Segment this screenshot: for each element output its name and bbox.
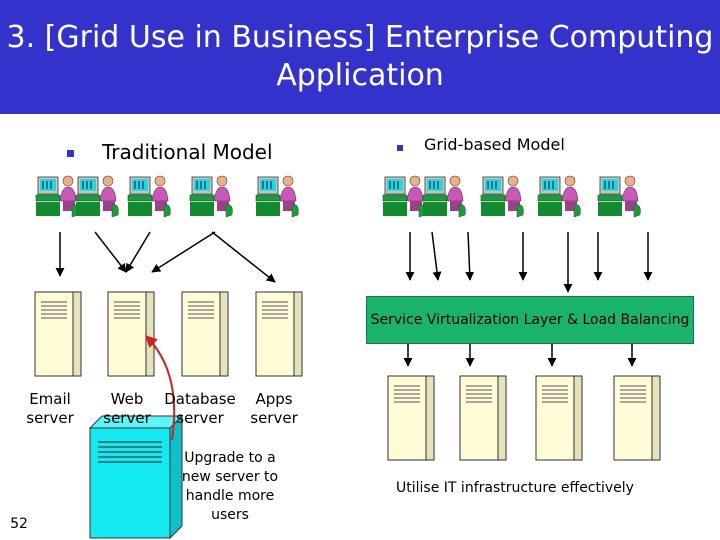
database-server-label: Database server (164, 390, 236, 427)
arrow-connector (94, 231, 127, 273)
user-at-computer-icon (537, 175, 582, 218)
arrow-connector (431, 231, 442, 281)
grid-based-model-heading: Grid-based Model (424, 135, 565, 154)
user-at-computer-icon (35, 175, 80, 218)
email-server-label: Email server (26, 390, 74, 427)
user-at-computer-icon (382, 175, 427, 218)
server-tower-icon (613, 375, 661, 461)
user-at-computer-icon (422, 175, 467, 218)
arrow-connector (211, 231, 276, 283)
user-at-computer-icon (189, 175, 234, 218)
service-virtualization-layer-label: Service Virtualization Layer & Load Bala… (370, 312, 690, 328)
grid-caption: Utilise IT infrastructure effectively (396, 480, 634, 496)
server-tower-icon (535, 375, 583, 461)
bullet-icon (397, 145, 403, 151)
bullet-icon (67, 150, 74, 157)
server-tower-icon (255, 291, 303, 377)
apps-server-label: Apps server (250, 390, 298, 427)
arrow-connector (151, 231, 216, 273)
arrow-connector (125, 231, 151, 273)
service-virtualization-layer: Service Virtualization Layer & Load Bala… (366, 296, 694, 344)
user-at-computer-icon (127, 175, 172, 218)
user-at-computer-icon (255, 175, 300, 218)
server-tower-icon (107, 291, 155, 377)
arrow-connector (465, 231, 475, 281)
traditional-model-heading: Traditional Model (102, 140, 273, 164)
server-tower-icon (459, 375, 507, 461)
user-at-computer-icon (75, 175, 120, 218)
upgrade-note: Upgrade to a new server to handle more u… (181, 450, 279, 523)
title-bar: 3. [Grid Use in Business] Enterprise Com… (0, 0, 720, 114)
user-at-computer-icon (597, 175, 642, 218)
server-tower-icon (181, 291, 229, 377)
upgrade-arrow (145, 335, 176, 441)
web-server-label: Web server (103, 390, 151, 427)
slide-title: 3. [Grid Use in Business] Enterprise Com… (6, 20, 714, 93)
big-server-tower-icon (89, 415, 183, 539)
page-number: 52 (10, 516, 28, 532)
user-at-computer-icon (480, 175, 525, 218)
server-tower-icon (387, 375, 435, 461)
server-tower-icon (34, 291, 82, 377)
